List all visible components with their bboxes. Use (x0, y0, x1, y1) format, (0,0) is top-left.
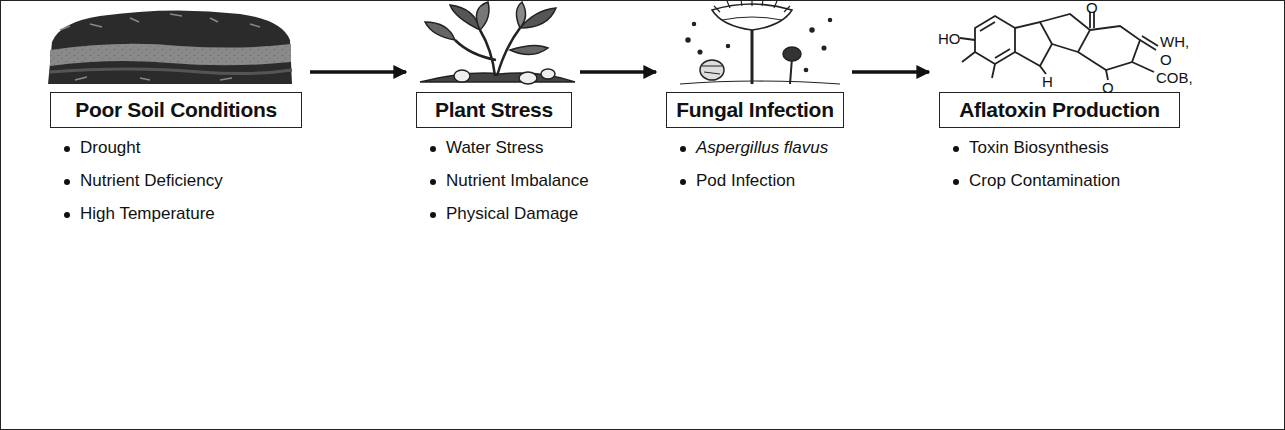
stage-title-box: Plant Stress (416, 92, 572, 128)
bullet-item: Drought (64, 138, 140, 158)
flow-arrow (852, 70, 929, 74)
bullet-item: Nutrient Imbalance (430, 171, 589, 191)
soil-illustration (48, 10, 292, 84)
stage-panel: Fungal InfectionAspergillus flavusPod In… (666, 0, 844, 240)
atom-label: H (1042, 74, 1053, 89)
bullet-item: Nutrient Deficiency (64, 171, 223, 191)
atom-label: O (1086, 0, 1098, 15)
bullet-item: Crop Contamination (953, 171, 1120, 191)
atom-label: O (1102, 80, 1114, 95)
stage-panel: Plant StressWater StressNutrient Imbalan… (416, 0, 593, 240)
stage-title: Plant Stress (435, 98, 553, 122)
flow-arrow (310, 70, 406, 74)
aflatoxin-structure (960, 12, 1158, 80)
stage-title-box: Aflatoxin Production (939, 92, 1180, 128)
stage-title-box: Fungal Infection (666, 92, 844, 128)
stage-title: Aflatoxin Production (959, 98, 1160, 122)
atom-label: HO (938, 31, 961, 46)
flow-arrow (580, 70, 656, 74)
bullet-item: Pod Infection (680, 171, 795, 191)
bullet-item: Aspergillus flavus (680, 138, 828, 158)
fungus-illustration (680, 0, 840, 84)
stage-panel: Poor Soil ConditionsDroughtNutrient Defi… (50, 0, 302, 240)
bullet-item: High Temperature (64, 204, 215, 224)
bullet-item: Water Stress (430, 138, 544, 158)
bullet-item: Toxin Biosynthesis (953, 138, 1109, 158)
atom-label: O (1160, 52, 1172, 67)
stage-title: Fungal Infection (676, 98, 833, 122)
atom-label: COB, (1156, 70, 1193, 85)
atom-label: WH, (1160, 34, 1189, 49)
stage-title: Poor Soil Conditions (75, 98, 277, 122)
bullet-item: Physical Damage (430, 204, 578, 224)
stage-panel: Aflatoxin ProductionToxin BiosynthesisCr… (939, 0, 1180, 240)
stage-title-box: Poor Soil Conditions (50, 92, 302, 128)
plant-illustration (420, 2, 575, 84)
